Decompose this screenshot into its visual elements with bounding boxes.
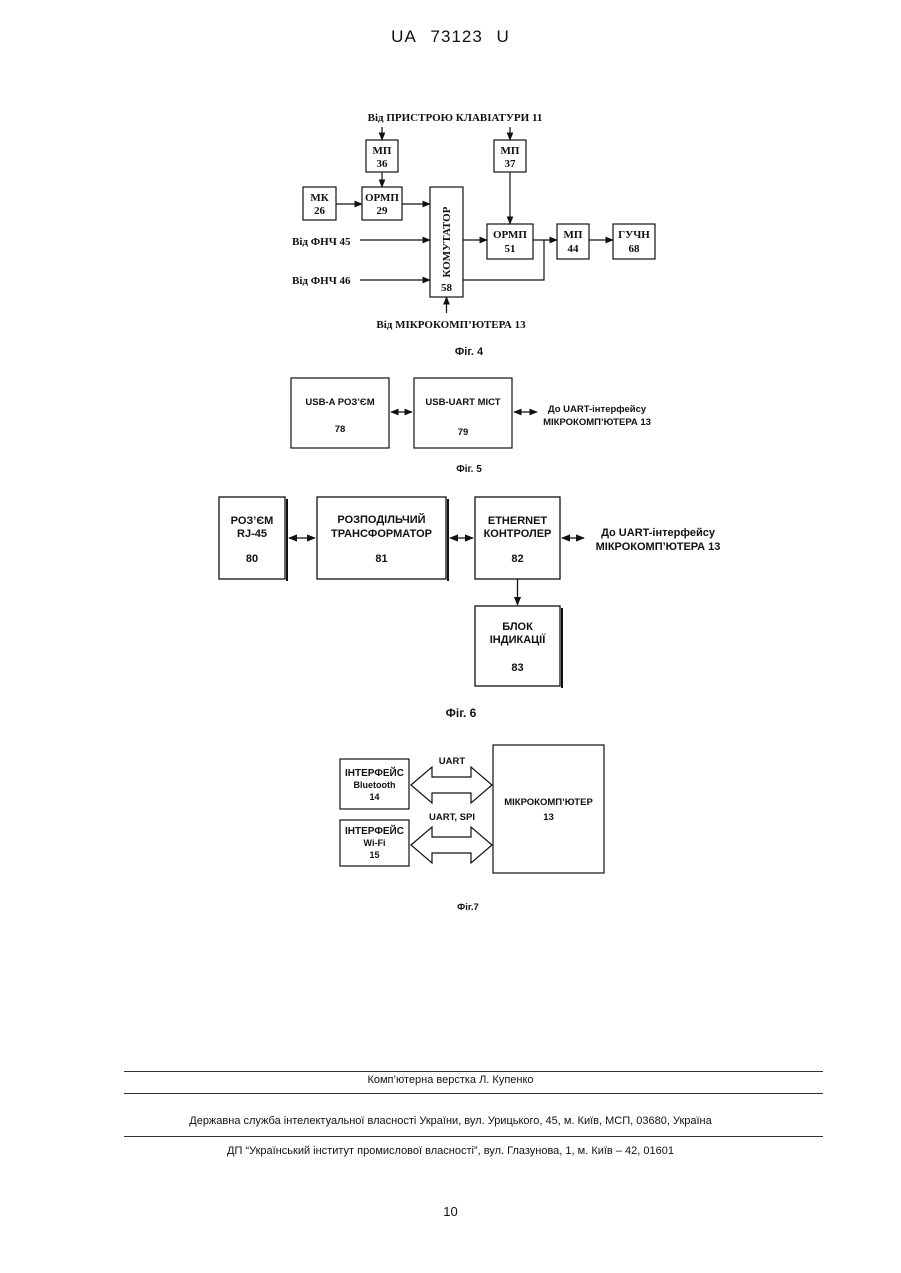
fig4-mk26-num: 26 xyxy=(314,205,326,217)
fig4-mp44-num: 44 xyxy=(568,243,580,255)
footer-divider-2 xyxy=(124,1093,823,1094)
fig4-mk26-name: МК xyxy=(310,192,328,204)
figure-4: Від ПРИСТРОЮ КЛАВІАТУРИ 11 МП 36 МП 37 М… xyxy=(292,112,655,358)
fig7-caption: Фіг.7 xyxy=(457,902,479,913)
fig6-transformer-line2: ТРАНСФОРМАТОР xyxy=(331,528,432,540)
fig4-from-lpf46-label: Від ФНЧ 46 xyxy=(292,275,351,287)
fig5-usb-uart-num: 79 xyxy=(458,427,469,438)
fig6-indicator-line2: ІНДИКАЦІЇ xyxy=(490,633,546,646)
fig4-mp37-num: 37 xyxy=(505,158,517,170)
fig6-to-uart-line1: До UART-інтерфейсу xyxy=(601,527,716,539)
figure-7: ІНТЕРФЕЙС Bluetooth 14 ІНТЕРФЕЙС Wi-Fi 1… xyxy=(340,745,604,913)
fig4-switch58-num: 58 xyxy=(441,282,453,294)
fig6-block-indicator xyxy=(475,606,560,686)
fig6-indicator-num: 83 xyxy=(511,662,523,674)
fig7-uart-spi-double-arrow xyxy=(411,827,492,863)
fig4-ormp29-name: ОРМП xyxy=(365,192,399,204)
fig4-switch58-name: КОМУТАТОР xyxy=(441,206,453,277)
fig5-to-uart-line2: МІКРОКОМП’ЮТЕРА 13 xyxy=(543,417,651,428)
fig6-ethernet-line1: ETHERNET xyxy=(488,515,548,527)
fig6-to-uart-line2: МІКРОКОМП’ЮТЕРА 13 xyxy=(596,541,721,553)
fig7-block-microcomputer xyxy=(493,745,604,873)
fig6-transformer-line1: РОЗПОДІЛЬЧИЙ xyxy=(337,513,425,526)
fig4-speaker68-num: 68 xyxy=(629,243,641,255)
fig7-uart-spi-label: UART, SPI xyxy=(429,812,475,823)
fig5-caption: Фіг. 5 xyxy=(456,464,482,475)
fig7-bluetooth-num: 14 xyxy=(369,792,379,802)
fig7-bluetooth-line1: ІНТЕРФЕЙС xyxy=(345,766,404,779)
fig7-wifi-num: 15 xyxy=(369,850,379,860)
fig5-usb-connector-num: 78 xyxy=(335,424,346,435)
fig4-ormp29-num: 29 xyxy=(377,205,389,217)
figure-5: USB-A РОЗ’ЄМ 78 USB-UART МІСТ 79 До UART… xyxy=(291,378,651,475)
fig6-ethernet-num: 82 xyxy=(511,553,523,565)
fig5-block-usb-connector xyxy=(291,378,389,448)
footer-institute: ДП “Український інститут промислової вла… xyxy=(0,1145,901,1157)
fig4-from-lpf45-label: Від ФНЧ 45 xyxy=(292,236,351,248)
fig4-mp36-name: МП xyxy=(373,145,392,157)
fig6-connector-line2: RJ-45 xyxy=(237,528,267,540)
fig4-from-keyboard-label: Від ПРИСТРОЮ КЛАВІАТУРИ 11 xyxy=(368,112,543,124)
fig5-usb-connector-name: USB-A РОЗ’ЄМ xyxy=(305,397,374,408)
fig4-mp44-name: МП xyxy=(564,229,583,241)
fig6-transformer-num: 81 xyxy=(375,553,387,565)
fig7-wifi-line1: ІНТЕРФЕЙС xyxy=(345,824,404,837)
fig7-uart-label: UART xyxy=(439,756,466,767)
fig7-microcomputer-name: МІКРОКОМП’ЮТЕР xyxy=(504,797,593,808)
fig6-connector-line1: РОЗ’ЄМ xyxy=(231,515,274,527)
footer-divider-1 xyxy=(124,1071,823,1072)
footer-agency: Державна служба інтелектуальної власност… xyxy=(0,1115,901,1127)
fig4-ormp51-num: 51 xyxy=(505,243,516,255)
page-number: 10 xyxy=(0,1204,901,1219)
fig4-mp37-name: МП xyxy=(501,145,520,157)
fig4-speaker68-name: ГУЧН xyxy=(618,229,650,241)
fig6-ethernet-line2: КОНТРОЛЕР xyxy=(484,528,552,540)
fig7-wifi-line2: Wi-Fi xyxy=(364,838,386,848)
footer-layout-credit: Комп’ютерна верстка Л. Купенко xyxy=(0,1074,901,1086)
fig7-microcomputer-num: 13 xyxy=(543,812,554,823)
fig6-caption: Фіг. 6 xyxy=(446,706,477,720)
fig7-uart-double-arrow xyxy=(411,767,492,803)
fig4-caption: Фіг. 4 xyxy=(455,346,484,358)
fig6-indicator-line1: БЛОК xyxy=(502,621,533,633)
figure-6: РОЗ’ЄМ RJ-45 80 РОЗПОДІЛЬЧИЙ ТРАНСФОРМАТ… xyxy=(219,497,720,720)
fig5-to-uart-line1: До UART-інтерфейсу xyxy=(548,404,647,415)
fig5-usb-uart-name: USB-UART МІСТ xyxy=(425,397,500,408)
fig7-bluetooth-line2: Bluetooth xyxy=(354,780,396,790)
footer-divider-3 xyxy=(124,1136,823,1137)
fig4-mp36-num: 36 xyxy=(377,158,389,170)
fig4-ormp51-name: ОРМП xyxy=(493,229,527,241)
fig4-from-microcomputer-label: Від МІКРОКОМП’ЮТЕРА 13 xyxy=(376,319,526,331)
fig6-connector-num: 80 xyxy=(246,553,258,565)
